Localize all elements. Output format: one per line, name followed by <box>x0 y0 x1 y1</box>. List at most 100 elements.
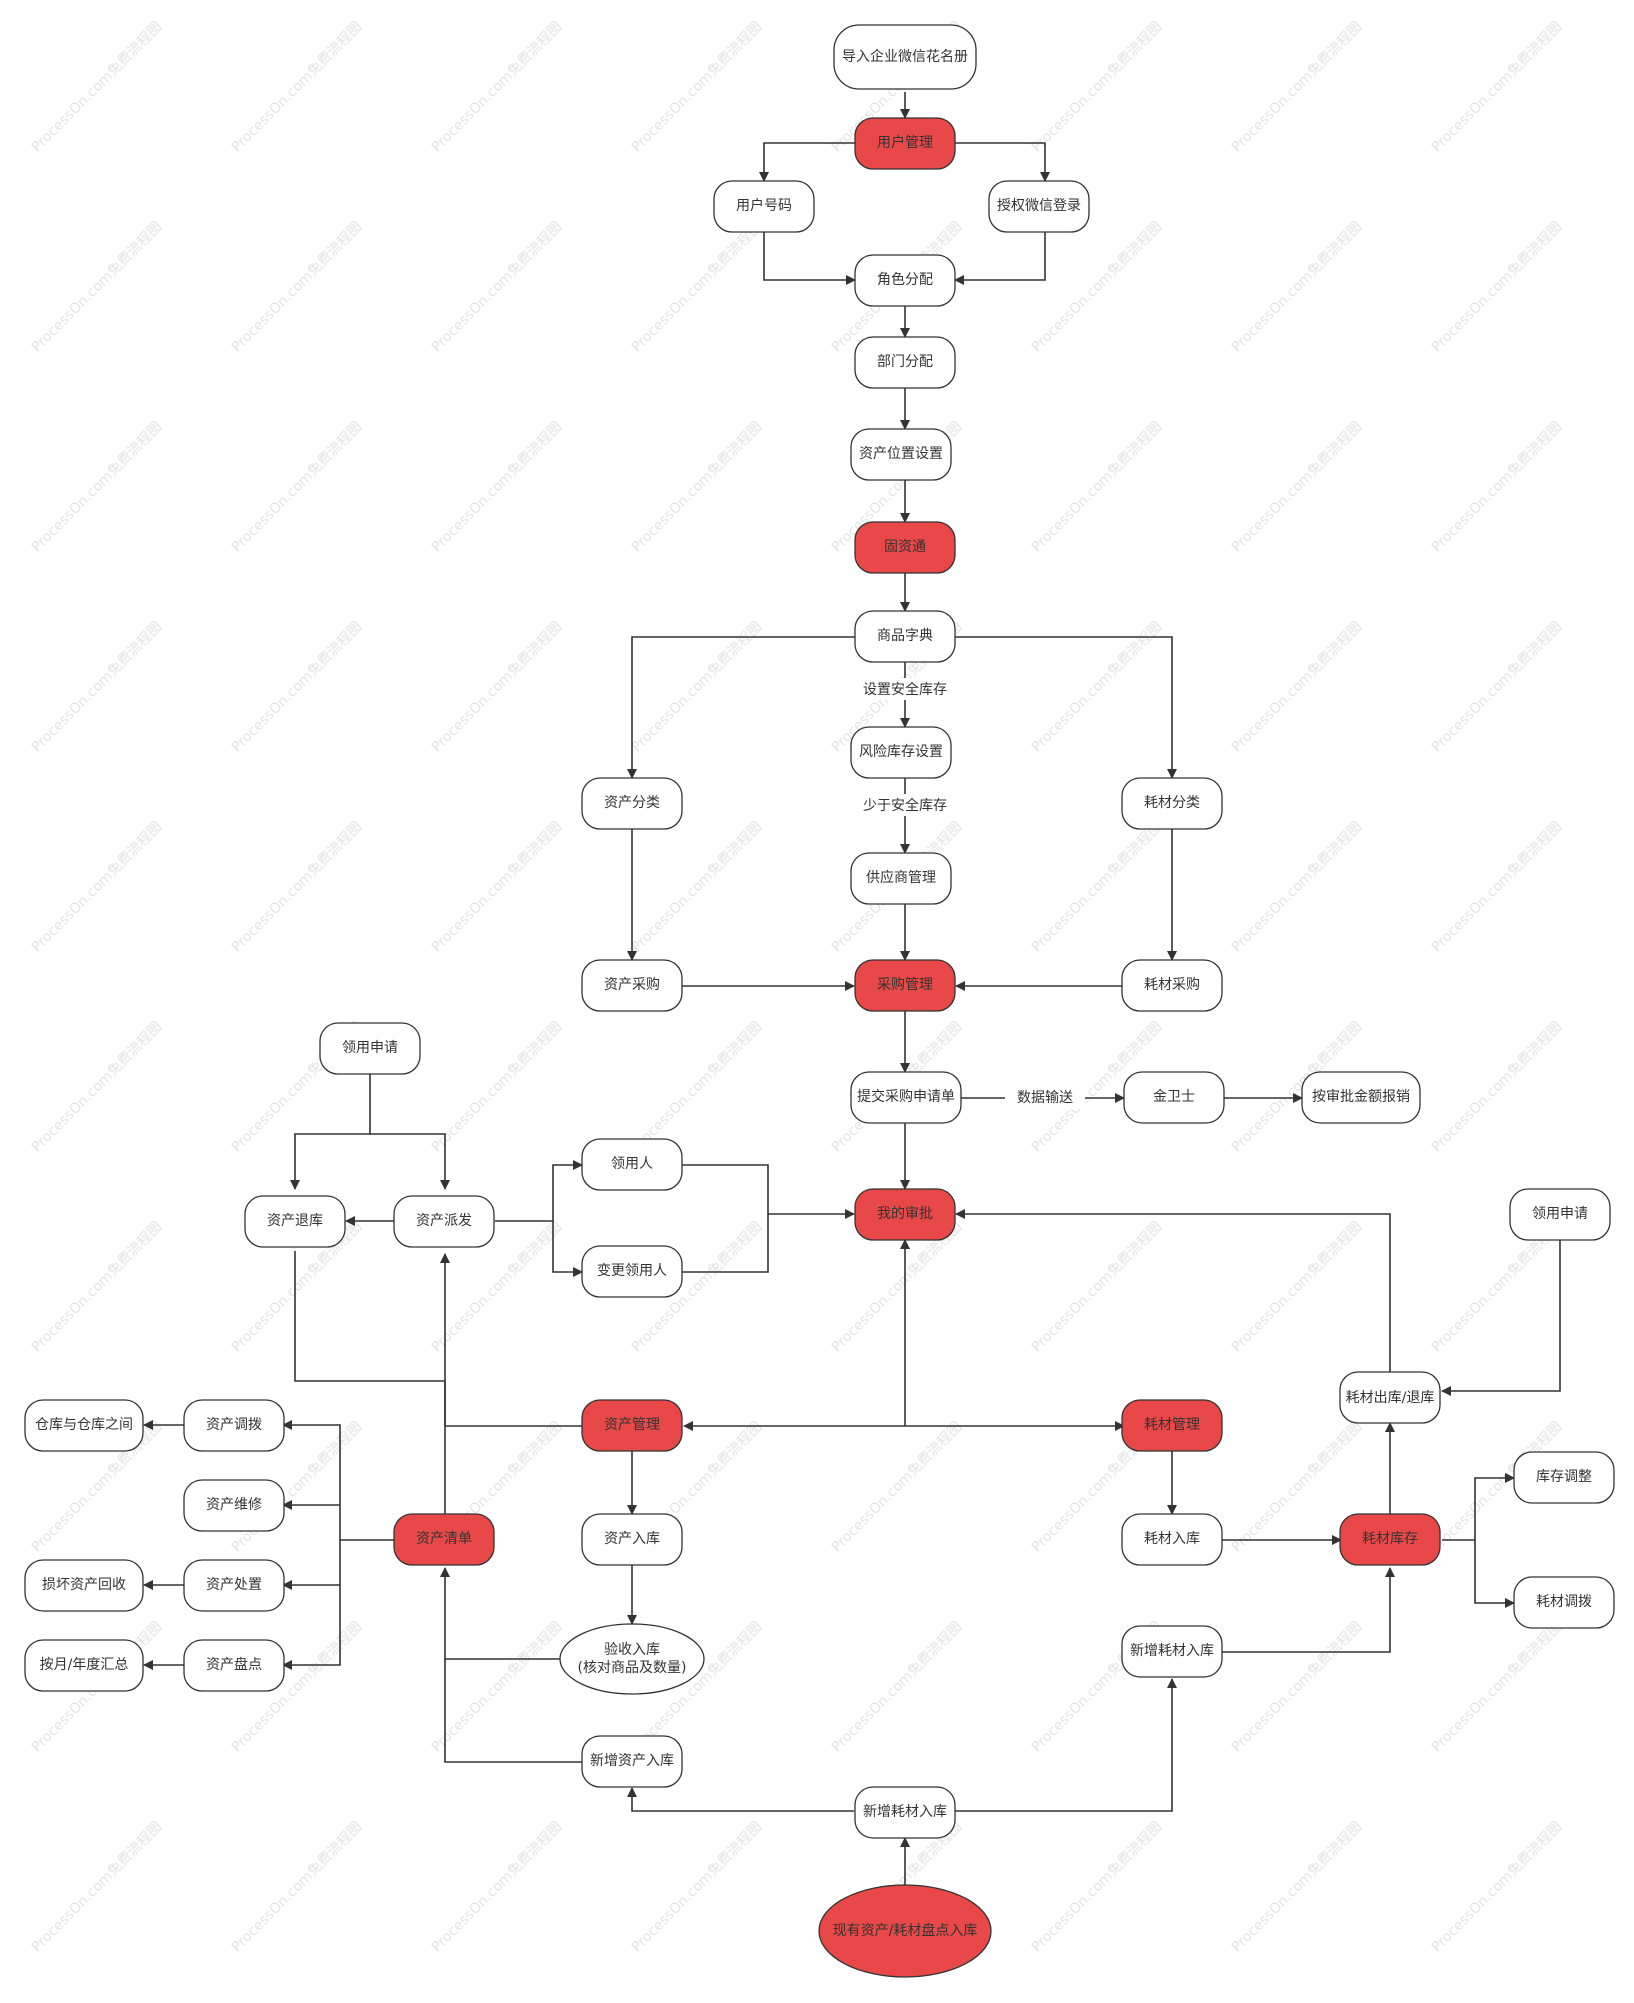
edge-bottom-to-new-asset <box>627 1787 854 1812</box>
label-asset-inbound: 资产入库 <box>604 1531 660 1547</box>
node-new-consumable-bottom[interactable] <box>854 1786 956 1839</box>
node-asset-purchase[interactable] <box>581 959 683 1012</box>
node-consumable-inbound[interactable] <box>1121 1513 1223 1566</box>
watermark-text: ProcessOn.com免费流程图 <box>1429 1619 1566 1756</box>
watermark-text: ProcessOn.com免费流程图 <box>29 1219 166 1356</box>
node-asset-repair[interactable] <box>183 1479 285 1532</box>
node-user-mgmt[interactable] <box>854 117 956 170</box>
node-existing-stocktake[interactable] <box>818 1884 992 1978</box>
watermark-text: ProcessOn.com免费流程图 <box>629 1819 766 1956</box>
watermark-text: ProcessOn.com免费流程图 <box>429 219 566 356</box>
node-asset-stocktake[interactable] <box>183 1639 285 1692</box>
label-consumable-purchase: 耗材采购 <box>1144 977 1200 993</box>
node-submit-purchase[interactable] <box>850 1071 962 1124</box>
node-import-wechat[interactable] <box>833 24 977 90</box>
watermark-text: ProcessOn.com免费流程图 <box>1429 1819 1566 1956</box>
node-dept-assign[interactable] <box>854 336 956 389</box>
watermark-text: ProcessOn.com免费流程图 <box>1429 819 1566 956</box>
node-consumable-purchase[interactable] <box>1121 959 1223 1012</box>
node-user-account[interactable] <box>713 180 815 233</box>
node-requisition-right[interactable] <box>1509 1188 1611 1241</box>
watermark-text: ProcessOn.com免费流程图 <box>1029 219 1166 356</box>
node-asset-category[interactable] <box>581 777 683 830</box>
node-reimburse[interactable] <box>1301 1071 1421 1124</box>
node-warehouse-between[interactable] <box>24 1399 144 1452</box>
node-role-assign[interactable] <box>854 254 956 307</box>
node-change-receiver[interactable] <box>581 1245 683 1298</box>
label-role-assign: 角色分配 <box>877 271 933 288</box>
label-requisition-left: 领用申请 <box>342 1040 398 1056</box>
node-asset-mgmt[interactable] <box>581 1399 683 1452</box>
label-accept-inbound-1: 验收入库 <box>604 1642 660 1658</box>
node-jinweishi[interactable] <box>1123 1071 1225 1124</box>
edge-stock-to-transfer <box>1474 1540 1515 1608</box>
node-wechat-auth[interactable] <box>988 180 1090 233</box>
watermark-text: ProcessOn.com免费流程图 <box>29 419 166 556</box>
edge-label-bg <box>855 678 955 700</box>
watermark-text: ProcessOn.com免费流程图 <box>629 19 766 156</box>
label-consumable-out: 耗材出库/退库 <box>1345 1389 1435 1406</box>
node-new-asset-inbound[interactable] <box>581 1735 683 1788</box>
node-supplier-mgmt[interactable] <box>850 852 952 905</box>
node-asset-return[interactable] <box>244 1195 346 1248</box>
watermark-text: ProcessOn.com免费流程图 <box>1429 1019 1566 1156</box>
label-inventory-adjust: 库存调整 <box>1536 1469 1592 1485</box>
watermark-text: ProcessOn.com免费流程图 <box>1429 19 1566 156</box>
label-new-asset-inbound: 新增资产入库 <box>590 1753 674 1769</box>
label-consumable-inbound: 耗材入库 <box>1144 1531 1200 1547</box>
node-consumable-out[interactable] <box>1339 1371 1441 1424</box>
node-my-approval[interactable] <box>854 1188 956 1241</box>
node-label-layer: 导入企业微信花名册 用户管理 用户号码 授权微信登录 角色分配 部门分配 资产位… <box>35 48 1592 1939</box>
edge-label-below-safety-stock: 少于安全库存 <box>863 797 947 814</box>
label-asset-return: 资产退库 <box>267 1213 323 1229</box>
edge-requisition-right-to-out <box>1441 1240 1561 1396</box>
edge-label-bg <box>855 794 955 816</box>
node-damaged-recycle[interactable] <box>24 1559 144 1612</box>
label-wechat-auth: 授权微信登录 <box>997 198 1081 214</box>
watermark-text: ProcessOn.com免费流程图 <box>1229 1619 1366 1756</box>
label-dept-assign: 部门分配 <box>877 354 933 370</box>
edge-label-data-transfer: 数据输送 <box>1017 1090 1073 1106</box>
edge-list-to-tools <box>282 1420 394 1541</box>
label-guozitong: 固资通 <box>884 539 926 555</box>
node-asset-transfer[interactable] <box>183 1399 285 1452</box>
node-requisition-left[interactable] <box>319 1022 421 1075</box>
node-consumable-mgmt[interactable] <box>1121 1399 1223 1452</box>
node-goods-dict[interactable] <box>854 610 956 663</box>
label-new-consumable-right: 新增耗材入库 <box>1130 1643 1214 1659</box>
label-asset-location: 资产位置设置 <box>859 446 943 462</box>
node-asset-list[interactable] <box>393 1513 495 1566</box>
node-monthly-summary[interactable] <box>24 1639 144 1692</box>
node-guozitong[interactable] <box>854 521 956 574</box>
node-inventory-adjust[interactable] <box>1513 1451 1615 1504</box>
watermark-text: ProcessOn.com免费流程图 <box>1429 619 1566 756</box>
edge-tools-to-disposal <box>282 1540 341 1590</box>
node-risk-stock[interactable] <box>850 726 952 779</box>
edge-requisition-to-dispatch <box>370 1133 450 1190</box>
watermark-text: ProcessOn.com免费流程图 <box>829 1619 966 1756</box>
edge-consumable-out-to-approval <box>955 1209 1391 1372</box>
node-receiver[interactable] <box>581 1138 683 1191</box>
edge-receiver-to-approval <box>682 1164 769 1273</box>
label-purchase-mgmt: 采购管理 <box>877 977 933 993</box>
node-new-consumable-right[interactable] <box>1121 1625 1223 1678</box>
label-monthly-summary: 按月/年度汇总 <box>40 1657 129 1673</box>
node-asset-inbound[interactable] <box>581 1513 683 1566</box>
watermark-text: ProcessOn.com免费流程图 <box>29 219 166 356</box>
node-asset-dispatch[interactable] <box>393 1195 495 1248</box>
node-purchase-mgmt[interactable] <box>854 959 956 1012</box>
label-user-account: 用户号码 <box>736 197 792 214</box>
label-asset-mgmt: 资产管理 <box>604 1417 660 1433</box>
node-consumable-category[interactable] <box>1121 777 1223 830</box>
node-accept-inbound[interactable] <box>559 1623 705 1695</box>
label-damaged-recycle: 损坏资产回收 <box>42 1577 126 1593</box>
watermark-text: ProcessOn.com免费流程图 <box>429 819 566 956</box>
node-asset-location[interactable] <box>850 428 952 481</box>
label-asset-category: 资产分类 <box>604 795 660 811</box>
node-consumable-stock[interactable] <box>1339 1513 1441 1566</box>
node-consumable-transfer[interactable] <box>1513 1576 1615 1629</box>
label-consumable-out-wrap: 耗材出库/退库 <box>1345 1389 1435 1406</box>
edge-requisition-to-return <box>290 1074 371 1190</box>
watermark-text: ProcessOn.com免费流程图 <box>1029 19 1166 156</box>
node-asset-disposal[interactable] <box>183 1559 285 1612</box>
